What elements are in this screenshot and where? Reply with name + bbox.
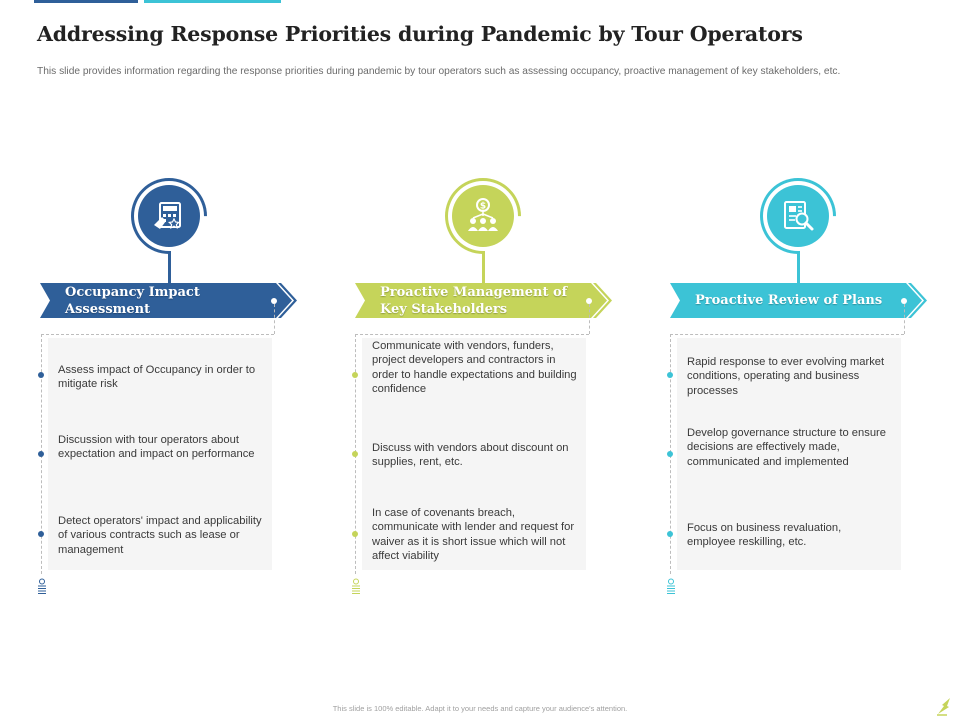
list-item: In case of covenants breach, communicate… bbox=[372, 507, 575, 563]
content-card bbox=[677, 338, 901, 570]
banner-dot bbox=[271, 298, 277, 304]
bullet-dot bbox=[38, 531, 44, 537]
svg-text:$: $ bbox=[480, 202, 486, 212]
bullet-dot bbox=[667, 372, 673, 378]
banner-review: Proactive Review of Plans bbox=[670, 283, 928, 318]
stack-end-icon bbox=[667, 578, 675, 594]
content-card bbox=[362, 338, 586, 570]
page-subtitle: This slide provides information regardin… bbox=[37, 66, 841, 77]
list-item: Rapid response to ever evolving market c… bbox=[687, 356, 885, 397]
bullet-dot bbox=[38, 451, 44, 457]
brand-logo-icon bbox=[937, 698, 950, 716]
dashed-connector bbox=[274, 304, 275, 334]
list-item: Discuss with vendors about discount on s… bbox=[372, 442, 569, 469]
column-stakeholders: $ Proactive Management of Key Stakeholde… bbox=[0, 0, 612, 720]
document-search-icon bbox=[767, 185, 829, 247]
list-item: Focus on business revaluation, employee … bbox=[687, 522, 842, 549]
calculator-icon-badge bbox=[115, 162, 223, 270]
banner-title: Proactive Management of Key Stakeholders bbox=[380, 284, 568, 317]
stack-end-icon bbox=[352, 578, 360, 594]
dashed-connector bbox=[670, 334, 904, 335]
banner-dot bbox=[586, 298, 592, 304]
bullet-dot bbox=[352, 531, 358, 537]
dashed-connector bbox=[589, 304, 590, 334]
banner-title: Proactive Review of Plans bbox=[695, 293, 883, 308]
column-occupancy: Occupancy Impact Assessment Assess impac… bbox=[0, 0, 300, 720]
footer-note: This slide is 100% editable. Adapt it to… bbox=[332, 704, 628, 713]
list-item: Detect operators' impact and applicabili… bbox=[58, 515, 262, 556]
dashed-connector bbox=[41, 334, 274, 335]
connector-line bbox=[797, 251, 800, 285]
bullet-dot bbox=[667, 451, 673, 457]
list-item: Communicate with vendors, funders, proje… bbox=[372, 340, 577, 396]
content-card bbox=[48, 338, 272, 570]
banner-occupancy: Occupancy Impact Assessment bbox=[40, 283, 298, 318]
top-accent-bar-blue bbox=[34, 0, 138, 3]
dashed-connector bbox=[904, 304, 905, 334]
bullet-dot bbox=[667, 531, 673, 537]
banner-stakeholders: Proactive Management of Key Stakeholders bbox=[355, 283, 613, 318]
list-item: Assess impact of Occupancy in order to m… bbox=[58, 364, 256, 391]
column-review: Proactive Review of Plans Rapid response… bbox=[0, 0, 927, 720]
connector-line bbox=[482, 251, 485, 285]
list-item: Discussion with tour operators about exp… bbox=[58, 434, 255, 461]
page-title: Addressing Response Priorities during Pa… bbox=[37, 22, 803, 46]
bullet-dot bbox=[352, 451, 358, 457]
stakeholders-icon-badge: $ bbox=[429, 162, 537, 270]
bullet-dot bbox=[352, 372, 358, 378]
stakeholders-dollar-icon: $ bbox=[452, 185, 514, 247]
bullet-dot bbox=[38, 372, 44, 378]
top-accent-bar-cyan bbox=[144, 0, 281, 3]
list-item: Develop governance structure to ensure d… bbox=[687, 427, 887, 468]
dashed-connector bbox=[355, 334, 589, 335]
stack-end-icon bbox=[38, 578, 46, 594]
review-icon-badge bbox=[744, 162, 852, 270]
banner-title: Occupancy Impact Assessment bbox=[65, 284, 200, 317]
calculator-icon bbox=[138, 185, 200, 247]
connector-line bbox=[168, 251, 171, 285]
banner-dot bbox=[901, 298, 907, 304]
